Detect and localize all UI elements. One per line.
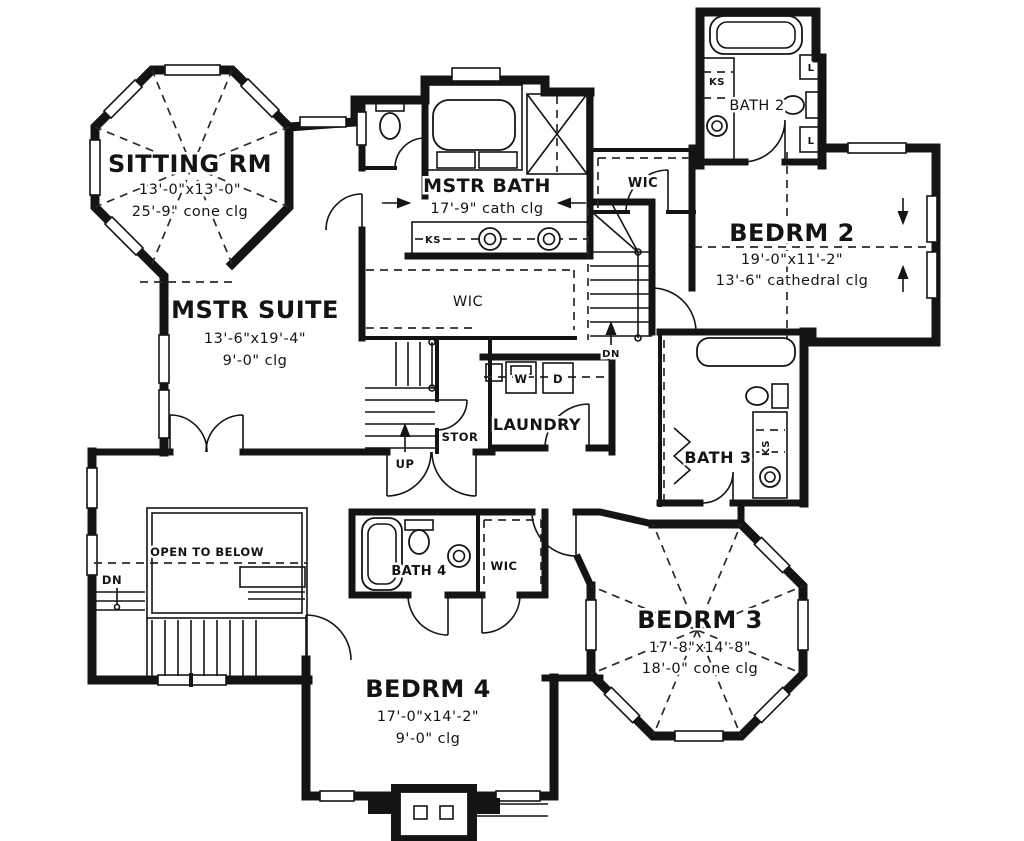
bath2-toilet-tank	[805, 91, 821, 119]
main-stair-down	[590, 203, 652, 345]
bath3-name: BATH 3	[684, 448, 751, 467]
bedrm2-door	[651, 287, 697, 333]
hall-double-door-right	[431, 451, 477, 497]
open-to-below-label: OPEN TO BELOW	[150, 545, 264, 559]
bath3-tub	[696, 337, 796, 367]
bath2-sink	[706, 115, 728, 137]
mstr-suite-double-door-right	[205, 414, 244, 453]
bath3-toilet	[745, 386, 769, 406]
annotation-labels: UP DN DN KS KS KS W D L L	[99, 61, 816, 590]
bath4-toilet	[408, 529, 430, 555]
door-swings	[169, 119, 786, 661]
mstr-toilet-tank	[375, 99, 405, 112]
linen-label-2: L	[808, 136, 815, 147]
dryer-label: D	[553, 372, 563, 386]
chimney	[368, 784, 548, 841]
bath2-toilet	[781, 95, 805, 115]
mstr-tub	[432, 99, 516, 151]
stor-door	[436, 399, 468, 431]
master-bath-fixtures	[375, 84, 591, 257]
bedrm3-door	[531, 511, 577, 557]
mstr-bath-door	[325, 193, 363, 231]
bedrm2-name: BEDRM 2	[729, 219, 855, 247]
mstr-sink-1	[478, 227, 502, 251]
ceiling-dashed-lines	[94, 69, 930, 737]
bedrm2-clg: 13'-6" cathedral clg	[716, 273, 869, 289]
wic-middle-name: WIC	[453, 294, 483, 310]
bath2-vanity	[701, 57, 735, 161]
bath4-tub	[361, 517, 403, 591]
sitting-room-clg: 25'-9" cone clg	[132, 204, 248, 220]
bath2-name: BATH 2	[729, 98, 784, 114]
ceiling-arrows	[382, 197, 909, 292]
wic-lower-name: WIC	[491, 559, 518, 573]
open-to-below-stair	[94, 507, 308, 678]
bath4-door	[407, 594, 449, 636]
sitting-room-name: SITTING RM	[108, 150, 272, 178]
chimney-flue-2	[439, 805, 454, 820]
bedrm3-dims: 17'-8"x14'-8"	[649, 640, 751, 656]
mstr-suite-dims: 13'-6"x19'-4"	[204, 331, 306, 347]
bath2-fixtures	[701, 15, 823, 161]
wic-lower-door	[481, 594, 521, 634]
washer-label: W	[514, 372, 527, 386]
bath3-sink	[759, 466, 781, 488]
dryer-box	[542, 362, 574, 394]
bath4-name: BATH 4	[391, 564, 446, 579]
bath4-fixtures	[361, 517, 471, 591]
bedrm4-name: BEDRM 4	[365, 675, 491, 703]
bath3-door	[701, 471, 734, 504]
center-stair-up	[365, 338, 436, 452]
bath3-vanity	[752, 411, 788, 499]
bedrm4-clg: 9'-0" clg	[396, 731, 461, 747]
bath3-toilet-tank	[771, 383, 789, 409]
dn-label-main-stair: DN	[602, 349, 620, 360]
bath3-fixtures	[672, 337, 796, 499]
bath3-bifold-doors	[672, 427, 692, 485]
mstr-tub-platform	[424, 84, 523, 171]
bath2-linen-2	[799, 126, 823, 153]
mstr-bath-clg: 17'-9" cath clg	[430, 201, 543, 217]
sitting-room-dims: 13'-0"x13'-0"	[139, 182, 241, 198]
wic-upper-door	[625, 169, 669, 213]
mstr-shower	[526, 93, 588, 175]
bath4-sink	[447, 544, 471, 568]
mstr-bath-name: MSTR BATH	[423, 175, 551, 197]
bedrm4-dims: 17'-0"x14'-2"	[377, 709, 479, 725]
bedrm4-door	[305, 614, 352, 661]
up-label: UP	[396, 457, 415, 471]
bath2-linen-1	[799, 54, 823, 80]
chimney-flue-1	[413, 805, 428, 820]
room-labels: SITTING RM 13'-0"x13'-0" 25'-9" cone clg…	[106, 96, 871, 750]
stor-name: STOR	[442, 430, 479, 444]
laundry-door	[544, 403, 590, 449]
wic-upper-name: WIC	[628, 176, 658, 191]
mstr-suite-name: MSTR SUITE	[171, 296, 339, 324]
washer-box	[505, 361, 537, 394]
mstr-toilet	[379, 112, 401, 140]
hall-double-door-left	[386, 451, 432, 497]
dn-label-wing-stair: DN	[102, 573, 122, 587]
bedrm3-name: BEDRM 3	[637, 606, 763, 634]
bedrm2-dims: 19'-0"x11'-2"	[741, 252, 843, 268]
laundry-name: LAUNDRY	[493, 415, 581, 434]
laundry-fixtures	[485, 361, 574, 394]
bedrm3-clg: 18'-0" cone clg	[642, 661, 758, 677]
ks-label-mstr: KS	[425, 235, 441, 246]
bath4-toilet-tank	[404, 519, 434, 531]
bath2-tub	[709, 15, 803, 55]
mstr-sink-2	[537, 227, 561, 251]
ks-label-bath2: KS	[709, 77, 725, 88]
ks-label-bath3: KS	[761, 440, 772, 456]
linen-label-1: L	[808, 63, 815, 74]
mstr-suite-clg: 9'-0" clg	[223, 353, 288, 369]
mstr-suite-double-door-left	[169, 414, 208, 453]
bath2-door	[742, 119, 786, 163]
mstr-toilet-room-door	[394, 137, 426, 169]
mstr-vanity	[411, 221, 591, 257]
windows	[86, 64, 938, 802]
